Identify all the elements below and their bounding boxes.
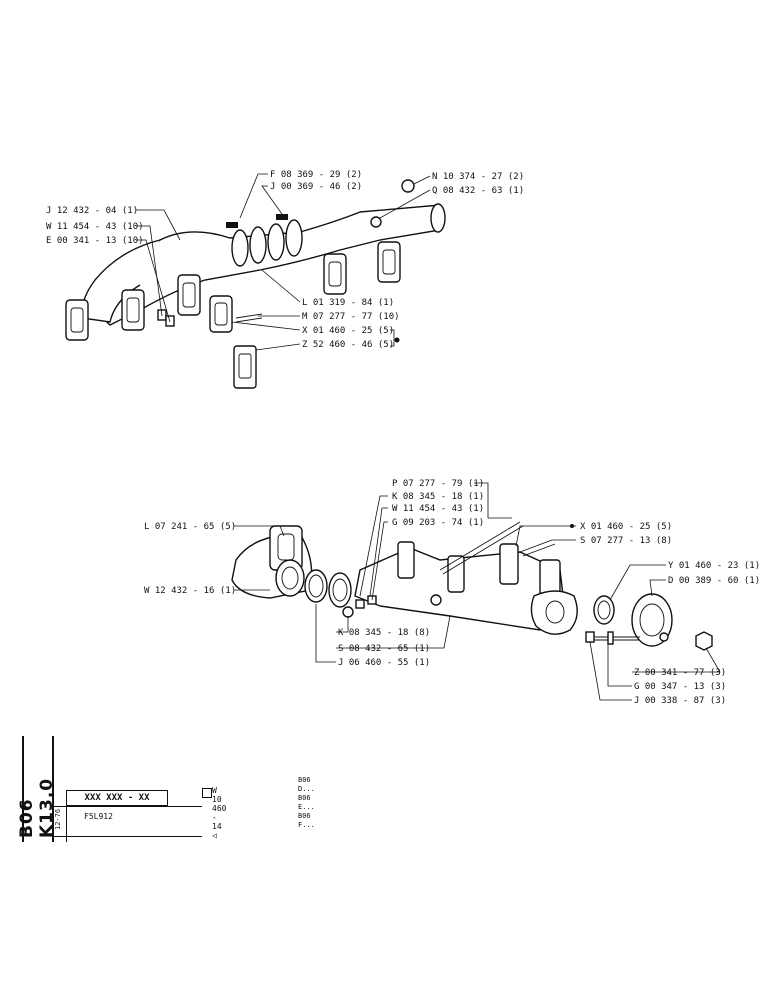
label-bot-g00347: G 00 347 - 13 (3) <box>634 682 726 692</box>
title-divider <box>66 806 67 842</box>
label-bot-y01460: Y 01 460 - 23 (1) <box>668 561 760 571</box>
label-bot-l07241: L 07 241 - 65 (5) <box>144 522 236 532</box>
label-bot-x01460: X 01 460 - 25 (5) <box>580 522 672 532</box>
label-top-n10374: N 10 374 - 27 (2) <box>432 172 524 182</box>
exhaust-manifold-upper <box>65 179 446 389</box>
model-label: F5L912 <box>84 812 113 821</box>
label-top-m07277: M 07 277 - 77 (10) <box>302 312 400 322</box>
label-top-j00369: J 00 369 - 46 (2) <box>270 182 362 192</box>
exhaust-manifold-lower <box>231 521 713 651</box>
leader-lines-bottom <box>234 482 721 701</box>
reference-checkbox <box>202 788 212 798</box>
title-divider <box>22 736 24 842</box>
reference-code-text: W 10 460 - 14 <box>212 786 227 831</box>
label-bot-w11454: W 11 454 - 43 (1) <box>392 504 484 514</box>
label-bot-k08345-1: K 08 345 - 18 (1) <box>392 492 484 502</box>
label-top-f08369: F 08 369 - 29 (2) <box>270 170 362 180</box>
label-top-z52460: Z 52 460 - 46 (5) <box>302 340 394 350</box>
title-divider <box>52 806 202 807</box>
label-top-w11454: W 11 454 - 43 (10) <box>46 222 144 232</box>
label-bot-p07277: P 07 277 - 79 (1) <box>392 479 484 489</box>
expansion-joint <box>231 219 303 267</box>
reference-list-item: B06 F... <box>298 812 315 829</box>
date-code: 12-76 <box>54 808 62 830</box>
leader-lines-top <box>136 173 431 351</box>
title-divider <box>52 736 54 842</box>
reference-list-item: B06 E... <box>298 794 315 811</box>
label-top-j12432: J 12 432 - 04 (1) <box>46 206 138 216</box>
label-top-x01460: X 01 460 - 25 (5) <box>302 326 394 336</box>
label-bot-g09203: G 09 203 - 74 (1) <box>392 518 484 528</box>
label-bot-z00341: Z 00 341 - 77 (3) <box>634 668 726 678</box>
label-top-l01319: L 01 319 - 84 (1) <box>302 298 394 308</box>
reference-list: B06 D... B06 E... B06 F... <box>298 776 315 830</box>
label-top-e00341: E 00 341 - 13 (10) <box>46 236 144 246</box>
label-bot-s07277: S 07 277 - 13 (8) <box>580 536 672 546</box>
label-bot-j06460: J 06 460 - 55 (1) <box>338 658 430 668</box>
label-top-q08432: Q 08 432 - 63 (1) <box>432 186 524 196</box>
reference-code: W 10 460 - 14 ◁ <box>212 786 227 840</box>
label-bot-s08432: S 08 432 - 65 (1) <box>338 644 430 654</box>
label-bot-d00389: D 00 389 - 60 (1) <box>668 576 760 586</box>
part-number-box: XXX XXX - XX <box>66 790 168 806</box>
label-bot-w12432: W 12 432 - 16 (1) <box>144 586 236 596</box>
title-divider <box>52 836 202 837</box>
section-code: B06 K13.0 <box>17 777 57 838</box>
label-bot-j00338: J 00 338 - 87 (3) <box>634 696 726 706</box>
label-bot-k08345-8: K 08 345 - 18 (8) <box>338 628 430 638</box>
reference-list-item: B06 D... <box>298 776 315 793</box>
